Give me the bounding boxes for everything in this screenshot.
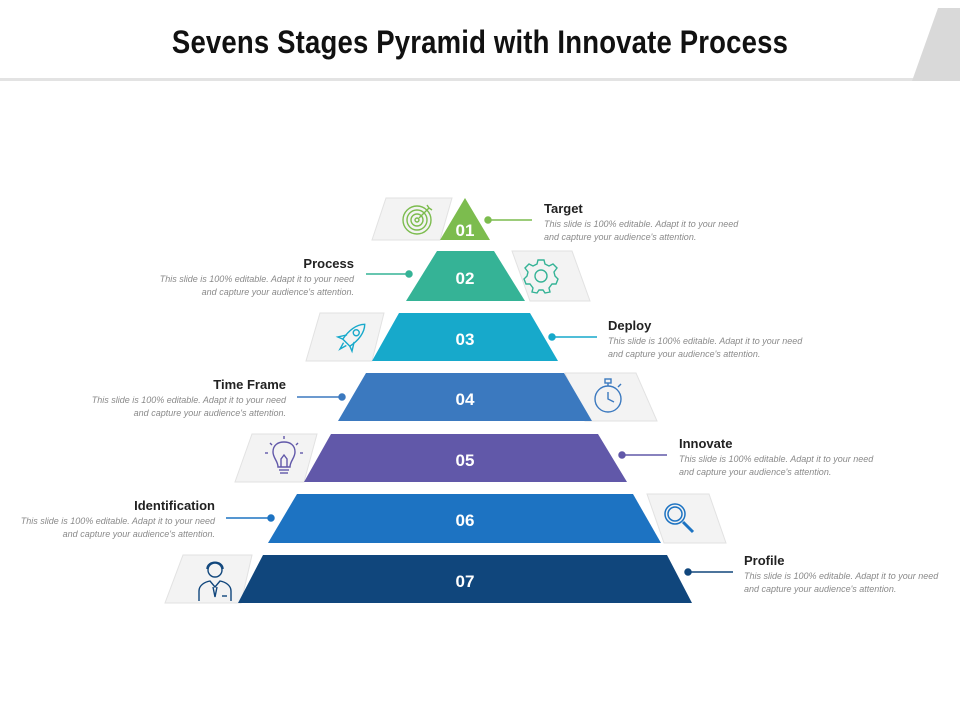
target-icon <box>402 204 433 235</box>
stage-tier-4 <box>338 373 592 421</box>
rocket-icon <box>335 323 366 354</box>
stage-tier-5 <box>304 434 627 482</box>
stage-description-6: This slide is 100% editable. Adapt it to… <box>20 516 215 539</box>
stage-heading-7: Profile <box>744 553 785 568</box>
stage-tier-2 <box>406 251 525 301</box>
gear-icon <box>523 259 559 294</box>
stage-label-7: Profile This slide is 100% editable. Ada… <box>744 553 960 596</box>
stage-description-5: This slide is 100% editable. Adapt it to… <box>679 454 874 477</box>
icon-box-7 <box>164 554 253 604</box>
stage-tier-3 <box>372 313 558 361</box>
stage-number-1: 01 <box>456 221 475 240</box>
stage-description-2: This slide is 100% editable. Adapt it to… <box>159 274 354 297</box>
stage-heading-6: Identification <box>134 498 215 513</box>
stage-tier-6 <box>268 494 661 543</box>
lightbulb-icon <box>265 436 303 474</box>
stage-tier-7 <box>238 555 692 603</box>
stage-label-6: Identification This slide is 100% editab… <box>0 498 215 541</box>
stage-label-2: Process This slide is 100% editable. Ada… <box>94 256 354 299</box>
stage-label-4: Time Frame This slide is 100% editable. … <box>26 377 286 420</box>
connector-1 <box>484 216 532 224</box>
stage-number-6: 06 <box>456 511 475 530</box>
page-title: Sevens Stages Pyramid with Innovate Proc… <box>171 24 789 60</box>
icon-box-2 <box>511 250 591 302</box>
stage-tier-1 <box>440 198 490 240</box>
stage-number-4: 04 <box>456 390 475 409</box>
stage-number-5: 05 <box>456 451 475 470</box>
stage-description-7: This slide is 100% editable. Adapt it to… <box>744 571 939 594</box>
connector-7 <box>684 568 733 576</box>
stage-label-3: Deploy This slide is 100% editable. Adap… <box>608 318 868 361</box>
stage-heading-1: Target <box>544 201 583 216</box>
stage-heading-4: Time Frame <box>213 377 286 392</box>
person-icon <box>198 561 232 601</box>
stopwatch-icon <box>594 378 622 413</box>
stage-number-2: 02 <box>456 269 475 288</box>
connector-5 <box>618 451 667 459</box>
stage-heading-3: Deploy <box>608 318 652 333</box>
header-divider <box>0 78 935 81</box>
header: Sevens Stages Pyramid with Innovate Proc… <box>0 0 960 82</box>
icon-box-5 <box>234 433 318 483</box>
stage-description-1: This slide is 100% editable. Adapt it to… <box>544 219 739 242</box>
icon-box-6 <box>646 493 727 544</box>
magnifier-icon <box>664 503 695 534</box>
stage-description-4: This slide is 100% editable. Adapt it to… <box>91 395 286 418</box>
stage-description-3: This slide is 100% editable. Adapt it to… <box>608 336 803 359</box>
stage-heading-5: Innovate <box>679 436 733 451</box>
stage-number-3: 03 <box>456 330 475 349</box>
connector-3 <box>548 333 597 341</box>
connector-4 <box>297 393 346 401</box>
stage-label-5: Innovate This slide is 100% editable. Ad… <box>679 436 939 479</box>
stage-label-1: Target This slide is 100% editable. Adap… <box>544 201 804 244</box>
stage-number-7: 07 <box>456 572 475 591</box>
stage-heading-2: Process <box>303 256 354 271</box>
connector-6 <box>226 514 275 522</box>
connector-2 <box>366 270 413 278</box>
